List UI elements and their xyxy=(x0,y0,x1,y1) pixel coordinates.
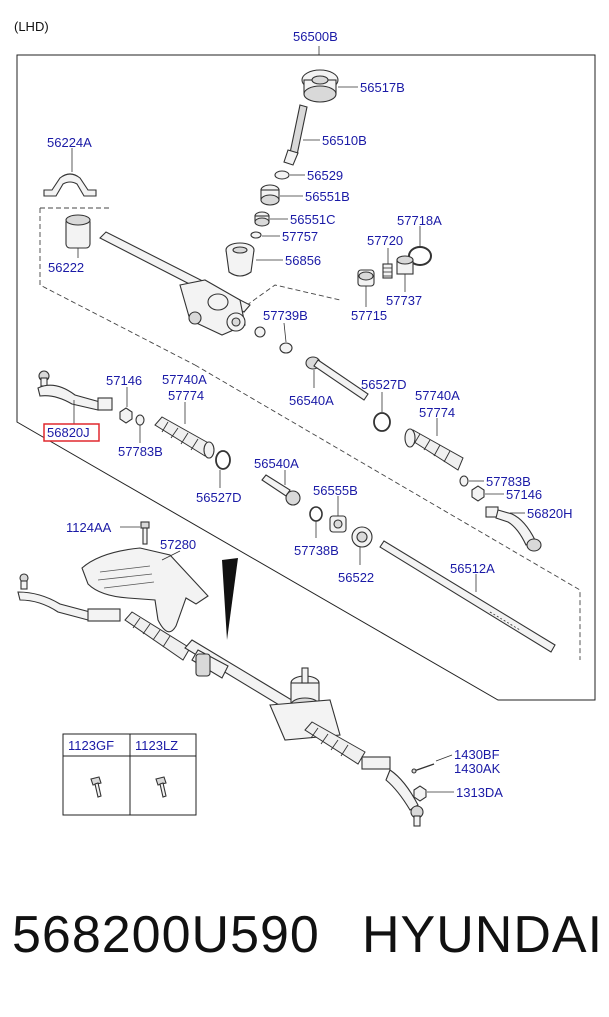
part-57783B-left xyxy=(135,414,145,426)
label-56856[interactable]: 56856 xyxy=(285,253,321,268)
label-56540A-mid[interactable]: 56540A xyxy=(254,456,299,471)
part-57783B-right xyxy=(459,475,469,487)
label-1124AA[interactable]: 1124AA xyxy=(66,520,112,535)
label-57783B-left[interactable]: 57783B xyxy=(118,444,163,459)
part-steering-gear-assembly xyxy=(17,573,424,827)
header-lhd: (LHD) xyxy=(14,19,49,34)
label-57715[interactable]: 57715 xyxy=(351,308,387,323)
bolt-table-header-1123GF: 1123GF xyxy=(68,738,114,753)
part-57280 xyxy=(81,547,209,633)
leader-57739B xyxy=(283,322,287,343)
part-56820H xyxy=(485,506,542,552)
part-56540A-upper xyxy=(305,356,369,401)
part-rack-housing xyxy=(99,231,251,336)
part-57737 xyxy=(396,255,414,275)
label-57718A[interactable]: 57718A xyxy=(397,213,442,228)
dashed-frame-left xyxy=(39,208,196,366)
part-56540A-mid xyxy=(261,474,301,506)
footer-part-number: 568200U590 xyxy=(12,906,320,964)
part-57720 xyxy=(382,263,393,279)
part-56551B xyxy=(260,184,280,206)
label-1313DA[interactable]: 1313DA xyxy=(456,785,503,800)
label-56540A-top[interactable]: 56540A xyxy=(289,393,334,408)
part-57740A-right-boot xyxy=(404,428,464,471)
divider-wedge xyxy=(222,558,238,640)
leader-1430BF xyxy=(435,754,453,762)
label-56510B[interactable]: 56510B xyxy=(322,133,367,148)
label-57737[interactable]: 57737 xyxy=(386,293,422,308)
label-57774-right[interactable]: 57774 xyxy=(419,405,455,420)
bolt-1123GF-icon xyxy=(90,776,102,798)
leader-57280 xyxy=(161,550,181,561)
part-1430BF xyxy=(411,763,435,774)
part-56555B xyxy=(329,515,347,533)
part-57757 xyxy=(250,231,262,239)
part-1124AA xyxy=(140,521,150,545)
assembly-frame xyxy=(16,54,596,701)
label-56820J[interactable]: 56820J xyxy=(47,425,90,440)
label-56551C[interactable]: 56551C xyxy=(290,212,336,227)
part-56224A xyxy=(43,173,97,197)
part-56820J xyxy=(37,370,113,411)
part-57740A-left-boot xyxy=(154,416,215,459)
parts-diagram: (LHD) 56500B 56517B 56510B 56529 56551B xyxy=(14,19,596,827)
highlight-box-56820J xyxy=(43,423,100,442)
part-56512A xyxy=(379,540,556,653)
label-57740A-left[interactable]: 57740A xyxy=(162,372,207,387)
part-56527D-left xyxy=(215,450,231,470)
label-57774-left[interactable]: 57774 xyxy=(168,388,204,403)
part-57715 xyxy=(357,269,375,287)
part-56529 xyxy=(274,170,290,180)
part-57738B xyxy=(309,506,323,522)
label-56522[interactable]: 56522 xyxy=(338,570,374,585)
label-56517B[interactable]: 56517B xyxy=(360,80,405,95)
label-57757[interactable]: 57757 xyxy=(282,229,318,244)
label-56512A[interactable]: 56512A xyxy=(450,561,495,576)
dashed-frame-valve xyxy=(239,284,341,311)
label-57740A-right[interactable]: 57740A xyxy=(415,388,460,403)
label-57738B[interactable]: 57738B xyxy=(294,543,339,558)
label-57280[interactable]: 57280 xyxy=(160,537,196,552)
label-1430AK[interactable]: 1430AK xyxy=(454,761,501,776)
label-57146-left[interactable]: 57146 xyxy=(106,373,142,388)
label-57783B-right[interactable]: 57783B xyxy=(486,474,531,489)
label-56529[interactable]: 56529 xyxy=(307,168,343,183)
part-56510B xyxy=(283,104,308,166)
footer-brand: HYUNDAI xyxy=(362,906,604,964)
label-56551B[interactable]: 56551B xyxy=(305,189,350,204)
label-56500B[interactable]: 56500B xyxy=(293,29,338,44)
dashed-frame-right xyxy=(194,364,581,660)
part-1313DA xyxy=(413,785,427,802)
label-56555B[interactable]: 56555B xyxy=(313,483,358,498)
label-57146-right[interactable]: 57146 xyxy=(506,487,542,502)
label-56820H[interactable]: 56820H xyxy=(527,506,573,521)
label-57720[interactable]: 57720 xyxy=(367,233,403,248)
part-56551C xyxy=(254,211,270,227)
part-56856 xyxy=(225,242,255,277)
label-56222[interactable]: 56222 xyxy=(48,260,84,275)
label-57739B[interactable]: 57739B xyxy=(263,308,308,323)
label-56224A[interactable]: 56224A xyxy=(47,135,92,150)
part-56527D-upper xyxy=(373,412,391,432)
label-1430BF[interactable]: 1430BF xyxy=(454,747,500,762)
bolt-table xyxy=(62,733,197,816)
part-56522 xyxy=(351,526,373,548)
label-56527D-top[interactable]: 56527D xyxy=(361,377,407,392)
part-57146-left xyxy=(119,407,133,424)
part-56517B xyxy=(301,69,339,103)
part-57739B-washer xyxy=(279,342,293,354)
part-57146-right xyxy=(471,485,485,502)
part-57739B xyxy=(254,326,266,338)
part-56222 xyxy=(65,214,91,249)
bolt-1123LZ-icon xyxy=(155,776,167,798)
bolt-table-header-1123LZ: 1123LZ xyxy=(135,738,178,753)
label-56527D-left[interactable]: 56527D xyxy=(196,490,242,505)
